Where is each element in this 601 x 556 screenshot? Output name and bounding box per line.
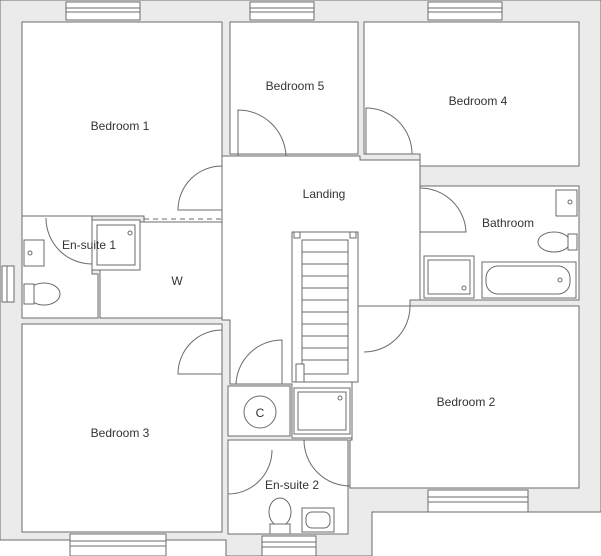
room-bedroom2 bbox=[349, 305, 580, 489]
window-bedroom4 bbox=[427, 1, 503, 21]
label-bedroom5: Bedroom 5 bbox=[266, 79, 325, 93]
windows-top bbox=[65, 1, 503, 21]
window-bedroom5 bbox=[249, 1, 315, 21]
windows-bottom bbox=[69, 489, 529, 556]
label-bedroom2: Bedroom 2 bbox=[437, 395, 496, 409]
label-bedroom1: Bedroom 1 bbox=[91, 119, 150, 133]
label-ensuite2: En-suite 2 bbox=[265, 478, 319, 492]
label-bedroom4: Bedroom 4 bbox=[449, 94, 508, 108]
label-bathroom: Bathroom bbox=[482, 216, 534, 230]
label-ensuite1: En-suite 1 bbox=[62, 238, 116, 252]
label-bedroom3: Bedroom 3 bbox=[91, 426, 150, 440]
toilet-ensuite2 bbox=[268, 497, 292, 527]
basin-bathroom bbox=[555, 189, 578, 217]
window-ensuite2 bbox=[261, 535, 317, 556]
ensuite2-fittings bbox=[268, 497, 335, 535]
ensuite1-fittings bbox=[23, 219, 141, 306]
basin-ensuite1 bbox=[23, 239, 45, 267]
window-bedroom2 bbox=[427, 489, 529, 513]
label-cupboard: C bbox=[256, 406, 265, 420]
room-bedroom3 bbox=[21, 323, 223, 533]
label-landing: Landing bbox=[303, 187, 346, 201]
window-bedroom3 bbox=[69, 533, 167, 556]
cylinder bbox=[243, 395, 277, 429]
toilet-bathroom bbox=[537, 231, 571, 253]
window-bedroom1 bbox=[65, 1, 141, 21]
bathroom-fittings bbox=[423, 189, 578, 299]
staircase bbox=[291, 231, 359, 383]
label-wardrobe: W bbox=[171, 274, 183, 288]
door-swings bbox=[45, 107, 467, 495]
window-ensuite1 bbox=[1, 265, 15, 303]
room-bedroom5 bbox=[229, 21, 359, 155]
